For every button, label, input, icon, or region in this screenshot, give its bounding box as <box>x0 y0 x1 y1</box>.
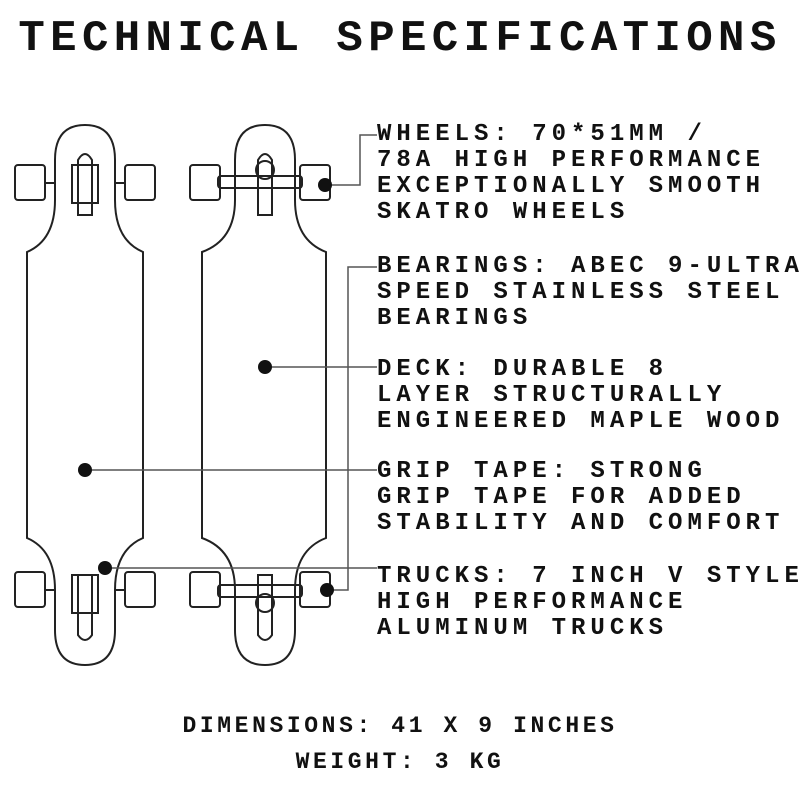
spec-line: SPEED STAINLESS STEEL <box>377 279 785 306</box>
spec-line: DECK: DURABLE 8 <box>377 356 669 383</box>
marker-dots <box>78 178 334 597</box>
truck-hanger <box>217 584 303 598</box>
marker-dot <box>258 360 272 374</box>
spec-deck: DECK: DURABLE 8 LAYER STRUCTURALLY ENGIN… <box>377 357 784 435</box>
spec-line: GRIP TAPE: STRONG <box>377 458 707 485</box>
footer: DIMENSIONS: 41 X 9 INCHES WEIGHT: 3 KG <box>0 708 800 780</box>
spec-line: LAYER STRUCTURALLY <box>377 382 727 409</box>
wheel-icon <box>124 164 156 201</box>
leader-wheels <box>325 134 377 186</box>
wheel-icon <box>14 164 46 201</box>
spec-line: ENGINEERED MAPLE WOOD <box>377 408 785 435</box>
spec-line: HIGH PERFORMANCE <box>377 589 688 616</box>
spec-line: EXCEPTIONALLY SMOOTH <box>377 173 766 200</box>
spec-grip-tape: GRIP TAPE: STRONG GRIP TAPE FOR ADDED ST… <box>377 459 784 537</box>
spec-line: STABILITY AND COMFORT <box>377 510 785 537</box>
marker-dot <box>318 178 332 192</box>
wheel-icon <box>14 571 46 608</box>
deck-outline-top <box>26 123 144 667</box>
spec-line: BEARINGS <box>377 305 533 332</box>
leader-bearings <box>327 266 377 591</box>
spec-line: BEARINGS: ABEC 9-ULTRA <box>377 253 800 280</box>
leader-lines <box>85 134 377 591</box>
weight: WEIGHT: 3 KG <box>295 749 505 775</box>
spec-trucks: TRUCKS: 7 INCH V STYLE HIGH PERFORMANCE … <box>377 564 800 642</box>
dimensions: DIMENSIONS: 41 X 9 INCHES <box>182 713 618 739</box>
deck-outline-bottom <box>201 123 327 667</box>
spec-line: TRUCKS: 7 INCH V STYLE <box>377 563 800 590</box>
nose-slot <box>77 153 93 216</box>
spec-line: WHEELS: 70*51MM / <box>377 121 707 148</box>
board-top-view <box>14 123 156 667</box>
wheel-icon <box>189 571 221 608</box>
marker-dot <box>320 583 334 597</box>
spec-bearings: BEARINGS: ABEC 9-ULTRA SPEED STAINLESS S… <box>377 254 800 332</box>
spec-line: ALUMINUM TRUCKS <box>377 615 669 642</box>
page-title: TECHNICAL SPECIFICATIONS <box>18 14 782 64</box>
spec-line: SKATRO WHEELS <box>377 199 630 226</box>
board-bottom-view <box>189 123 331 667</box>
baseplate-top <box>71 164 99 204</box>
spec-line: GRIP TAPE FOR ADDED <box>377 484 746 511</box>
wheel-icon <box>189 164 221 201</box>
spec-line: 78A HIGH PERFORMANCE <box>377 147 766 174</box>
spec-wheels: WHEELS: 70*51MM / 78A HIGH PERFORMANCE E… <box>377 122 765 226</box>
tail-slot <box>77 574 93 641</box>
wheel-icon <box>124 571 156 608</box>
baseplate-bottom <box>71 574 99 614</box>
marker-dot <box>78 463 92 477</box>
truck-hanger <box>217 175 303 189</box>
marker-dot <box>98 561 112 575</box>
